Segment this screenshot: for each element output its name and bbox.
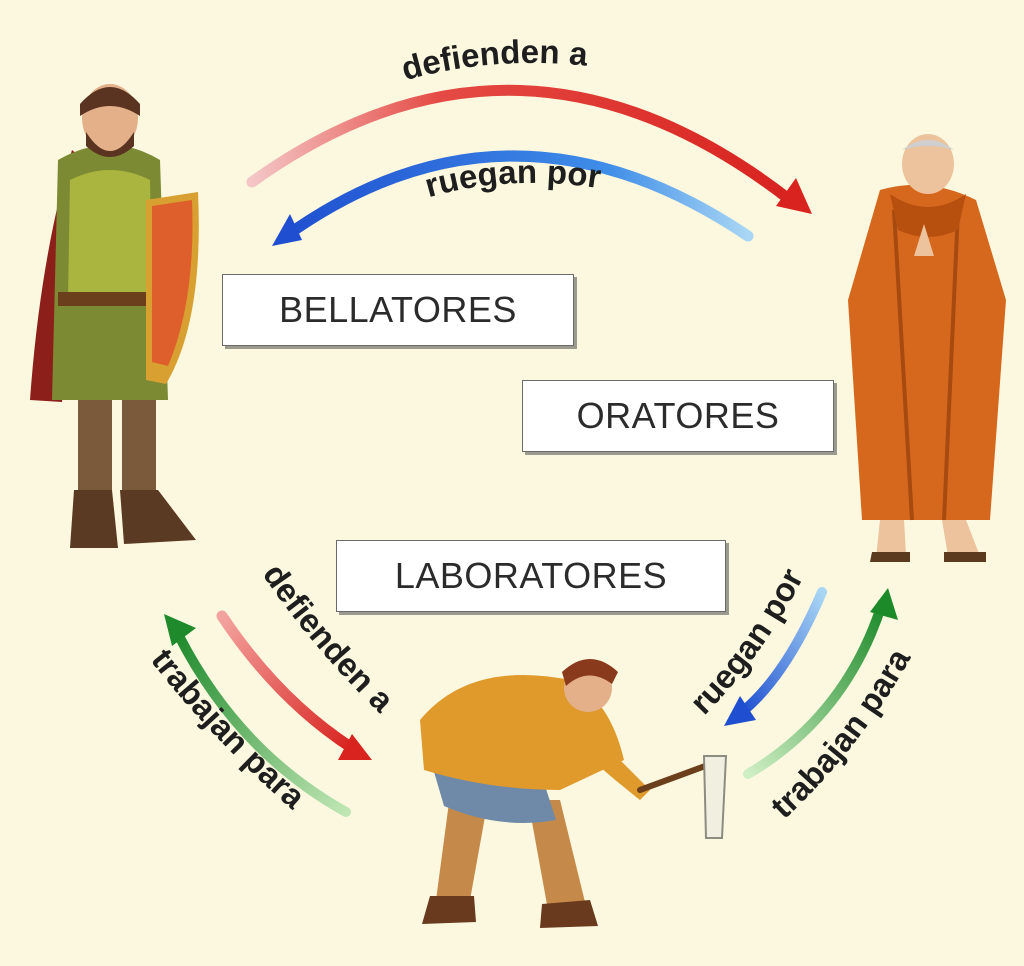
label-oratores: ORATORES	[522, 380, 834, 452]
label-bellatores: BELLATORES	[222, 274, 574, 346]
arrow-pray-top	[272, 150, 754, 246]
arrow-defend-left	[216, 610, 372, 760]
label-top-defend: defienden a	[397, 33, 590, 87]
arrow-work-left	[164, 614, 351, 817]
arrow-pray-right	[724, 587, 827, 726]
label-laboratores: LABORATORES	[336, 540, 726, 612]
arrow-defend-top	[246, 84, 812, 214]
knight-figure	[30, 84, 199, 548]
arrow-work-right	[743, 588, 898, 779]
label-left-work: trabajan para	[144, 641, 313, 815]
monk-figure	[848, 134, 1006, 562]
peasant-figure	[420, 659, 728, 928]
